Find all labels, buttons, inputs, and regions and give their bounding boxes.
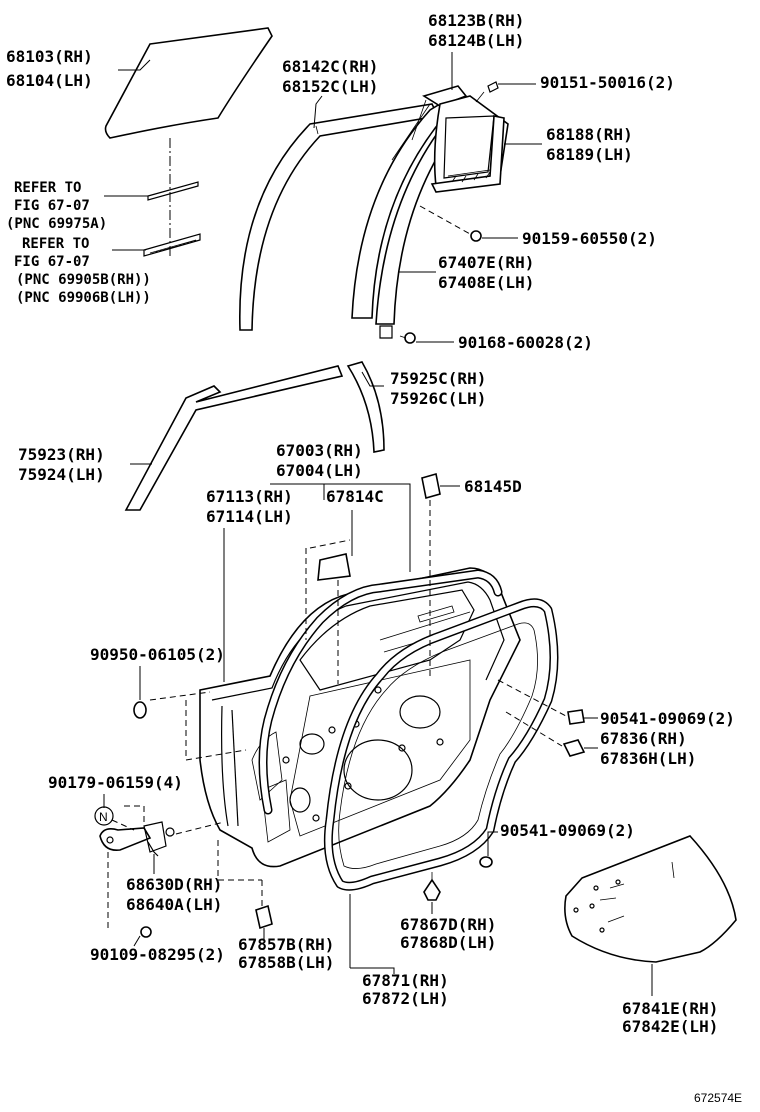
label-90179: 90179-06159(4) bbox=[48, 773, 183, 792]
outer-moulding-75923 bbox=[124, 365, 344, 511]
label-67113: 67113(RH) bbox=[206, 487, 293, 506]
clip-67836 bbox=[562, 739, 586, 757]
screw-90168 bbox=[399, 332, 416, 344]
label-75925c: 75925C(RH) bbox=[390, 369, 486, 388]
label-90950: 90950-06105(2) bbox=[90, 645, 225, 664]
label-67867d: 67867D(RH) bbox=[400, 915, 496, 934]
label-67872: 67872(LH) bbox=[362, 989, 449, 1008]
plug-90950 bbox=[133, 701, 147, 719]
pad-68145d bbox=[421, 472, 441, 500]
label-90159: 90159-60550(2) bbox=[522, 229, 657, 248]
label-67004: 67004(LH) bbox=[276, 461, 363, 480]
label-67408e: 67408E(LH) bbox=[438, 273, 534, 292]
glass-channel-strips bbox=[143, 181, 201, 257]
label-90541-a: 90541-09069(2) bbox=[600, 709, 735, 728]
quarter-window-frame bbox=[391, 85, 509, 193]
label-67836: 67836(RH) bbox=[600, 729, 687, 748]
service-hole-cover bbox=[564, 835, 737, 963]
door-glass bbox=[104, 27, 273, 258]
label-90168: 90168-60028(2) bbox=[458, 333, 593, 352]
door-panel bbox=[199, 567, 521, 868]
pnc-text-2b: (PNC 69906B(LH)) bbox=[16, 290, 151, 306]
label-90541-b: 90541-09069(2) bbox=[500, 821, 635, 840]
n-marker-text: N bbox=[99, 810, 108, 824]
label-75924: 75924(LH) bbox=[18, 465, 105, 484]
label-90109: 90109-08295(2) bbox=[90, 945, 225, 964]
clip-90541-upper bbox=[567, 709, 585, 725]
bolt-90109 bbox=[140, 926, 152, 938]
label-68124b: 68124B(LH) bbox=[428, 31, 524, 50]
moulding-75925c bbox=[346, 361, 385, 453]
label-68103: 68103(RH) bbox=[6, 47, 93, 66]
label-68142c: 68142C(RH) bbox=[282, 57, 378, 76]
figure-id: 672574E bbox=[694, 1091, 742, 1105]
pad-67814c bbox=[317, 553, 351, 581]
pnc-text-1: (PNC 69975A) bbox=[6, 216, 107, 232]
clip-90541-lower bbox=[479, 856, 493, 868]
label-68188: 68188(RH) bbox=[546, 125, 633, 144]
label-75923: 75923(RH) bbox=[18, 445, 105, 464]
label-68123b: 68123B(RH) bbox=[428, 11, 524, 30]
label-68152c: 68152C(LH) bbox=[282, 77, 378, 96]
label-67841e: 67841E(RH) bbox=[622, 999, 718, 1018]
screw-90151 bbox=[475, 81, 499, 103]
label-90151: 90151-50016(2) bbox=[540, 73, 675, 92]
door-frame-seal bbox=[258, 569, 503, 815]
label-67407e: 67407E(RH) bbox=[438, 253, 534, 272]
refer-text-2: REFER TO bbox=[22, 236, 89, 252]
label-67003: 67003(RH) bbox=[276, 441, 363, 460]
door-hinge-68630d bbox=[99, 821, 175, 857]
n-marker: N bbox=[94, 806, 114, 826]
label-67814c: 67814C bbox=[326, 487, 384, 506]
fig-text-2: FIG 67-07 bbox=[14, 254, 90, 270]
label-67871: 67871(RH) bbox=[362, 971, 449, 990]
label-67842e: 67842E(LH) bbox=[622, 1017, 718, 1036]
label-75926c: 75926C(LH) bbox=[390, 389, 486, 408]
fig-text-1: FIG 67-07 bbox=[14, 198, 90, 214]
grommet-67867d bbox=[423, 872, 441, 901]
label-68145d: 68145D bbox=[464, 477, 522, 496]
door-weatherstrip bbox=[323, 598, 559, 891]
bolt-90159 bbox=[419, 205, 482, 242]
label-67858b: 67858B(LH) bbox=[238, 953, 334, 972]
label-67857b: 67857B(RH) bbox=[238, 935, 334, 954]
pad-67857b bbox=[255, 904, 273, 930]
label-67836h: 67836H(LH) bbox=[600, 749, 696, 768]
label-68640a: 68640A(LH) bbox=[126, 895, 222, 914]
label-67114: 67114(LH) bbox=[206, 507, 293, 526]
label-68104: 68104(LH) bbox=[6, 71, 93, 90]
label-68630d: 68630D(RH) bbox=[126, 875, 222, 894]
pnc-text-2a: (PNC 69905B(RH)) bbox=[16, 272, 151, 288]
label-67868d: 67868D(LH) bbox=[400, 933, 496, 952]
refer-text-1: REFER TO bbox=[14, 180, 81, 196]
label-68189: 68189(LH) bbox=[546, 145, 633, 164]
